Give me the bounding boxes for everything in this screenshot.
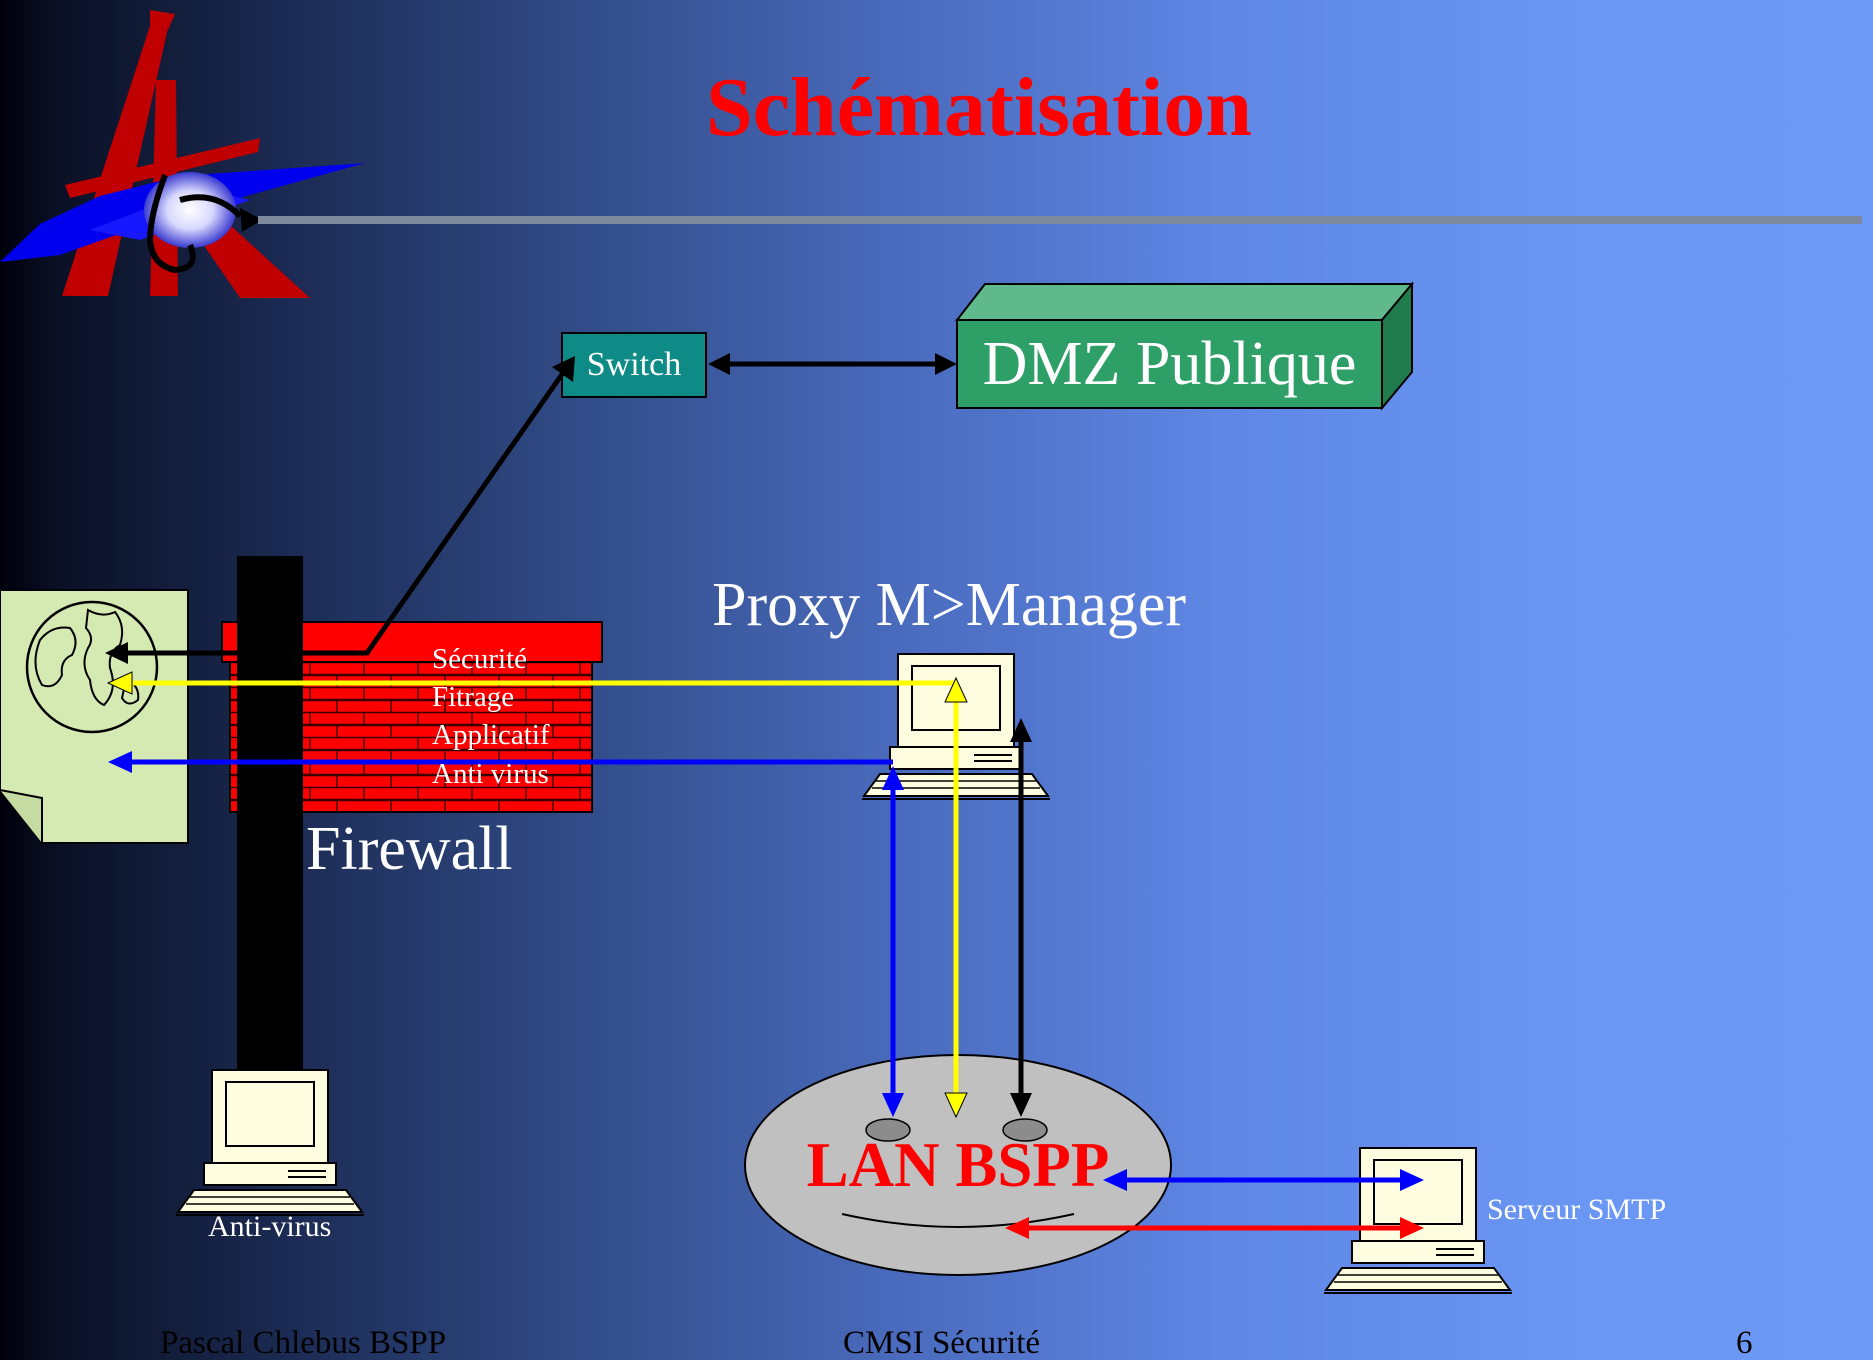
link-switch-dmz bbox=[708, 353, 957, 375]
link-black-proxy-lan bbox=[1010, 718, 1032, 1117]
smtp-server-label: Serveur SMTP bbox=[1487, 1193, 1667, 1226]
link-red-lan-smtp bbox=[1005, 1217, 1424, 1239]
footer-author: Pascal Chlebus BSPP bbox=[160, 1325, 447, 1360]
link-blue bbox=[108, 751, 904, 1117]
antivirus-label: Anti-virus bbox=[208, 1210, 332, 1243]
firewall-label: Firewall bbox=[306, 815, 513, 883]
link-firewall-switch bbox=[105, 356, 575, 664]
proxy-label: Proxy M>Manager bbox=[712, 571, 1187, 639]
footer-page-number: 6 bbox=[1736, 1325, 1753, 1360]
antivirus-computer-icon bbox=[175, 1069, 365, 1216]
slide-title: Schématisation bbox=[706, 61, 1252, 154]
firewall-function-filtering: Fitrage bbox=[432, 681, 515, 713]
smtp-computer-icon bbox=[1323, 1147, 1513, 1294]
link-blue-lan-smtp bbox=[1103, 1169, 1424, 1191]
dmz-label: DMZ Publique bbox=[982, 330, 1357, 398]
dmz-box bbox=[954, 281, 1415, 411]
firewall-function-application: Applicatif bbox=[432, 719, 550, 751]
firewall-function-antivirus: Anti virus bbox=[432, 758, 549, 790]
link-yellow bbox=[106, 671, 968, 1119]
globe-icon bbox=[25, 600, 159, 734]
logo-emblem bbox=[0, 10, 365, 298]
switch-label: Switch bbox=[586, 346, 682, 383]
lan-label: LAN BSPP bbox=[806, 1130, 1110, 1200]
footer-course: CMSI Sécurité bbox=[843, 1325, 1041, 1360]
firewall-pillar bbox=[237, 556, 303, 1076]
firewall-function-security: Sécurité bbox=[432, 643, 528, 675]
header-rule bbox=[258, 216, 1862, 224]
